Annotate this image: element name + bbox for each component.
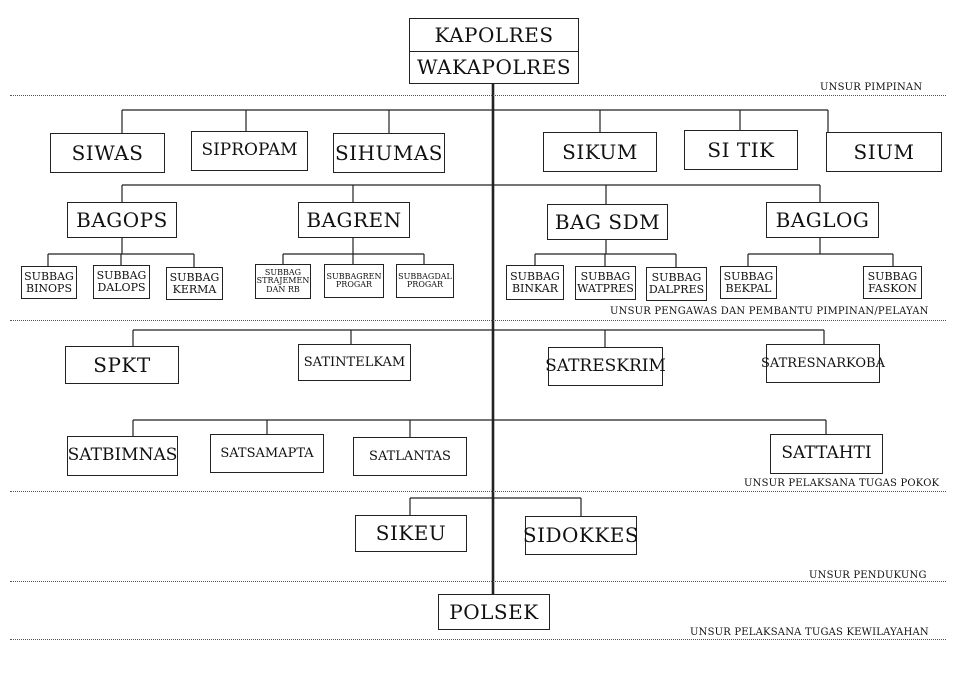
siwas-label: SIWAS bbox=[71, 140, 144, 165]
satresnarkoba-label: SATRESNARKOBA bbox=[761, 355, 885, 371]
sikeu-box: SIKEU bbox=[355, 515, 467, 552]
subbag-dalpres-label: SUBBAG DALPRES bbox=[648, 271, 705, 296]
subbag-kerma-box: SUBBAG KERMA bbox=[166, 267, 223, 300]
sium-box: SIUM bbox=[826, 132, 942, 172]
subbag-dalops-box: SUBBAG DALOPS bbox=[93, 265, 150, 299]
label-unsur-pimpinan: UNSUR PIMPINAN bbox=[820, 82, 923, 93]
sikum-box: SIKUM bbox=[543, 132, 657, 172]
subbag-watpres-box: SUBBAG WATPRES bbox=[575, 266, 636, 300]
subbag-dalops-label: SUBBAG DALOPS bbox=[96, 269, 147, 294]
subbag-strajemen-box: SUBBAG STRAJEMEN DAN RB bbox=[255, 264, 311, 299]
subbag-kerma-label: SUBBAG KERMA bbox=[169, 270, 220, 296]
sium-label: SIUM bbox=[853, 139, 915, 164]
subbag-faskon-label: SUBBAG FASKON bbox=[867, 269, 918, 295]
kapolres-box: KAPOLRES bbox=[409, 18, 579, 51]
satbimnas-label: SATBIMNAS bbox=[67, 445, 178, 466]
subbag-watpres-label: SUBBAG WATPRES bbox=[577, 270, 634, 295]
subbag-binops-box: SUBBAG BINOPS bbox=[21, 266, 77, 299]
separator-pimpinan bbox=[10, 95, 946, 96]
subbag-faskon-box: SUBBAG FASKON bbox=[863, 266, 922, 299]
subbagdal-progar-box: SUBBAGDAL PROGAR bbox=[396, 264, 454, 298]
baglog-label: BAGLOG bbox=[775, 207, 870, 232]
wakapolres-label: WAKAPOLRES bbox=[416, 55, 572, 79]
satresnarkoba-box: SATRESNARKOBA bbox=[761, 344, 885, 383]
satlantas-label: SATLANTAS bbox=[369, 448, 451, 464]
spkt-label: SPKT bbox=[93, 352, 151, 377]
bagsdm-box: BAG SDM bbox=[547, 204, 668, 240]
sikum-label: SIKUM bbox=[562, 139, 638, 164]
polsek-label: POLSEK bbox=[449, 599, 539, 624]
subbag-binkar-label: SUBBAG BINKAR bbox=[510, 269, 560, 295]
satintelkam-label: SATINTELKAM bbox=[303, 354, 406, 370]
bagren-label: BAGREN bbox=[306, 207, 402, 232]
siwas-box: SIWAS bbox=[50, 133, 165, 173]
spkt-box: SPKT bbox=[65, 346, 179, 384]
label-unsur-pendukung: UNSUR PENDUKUNG bbox=[809, 570, 927, 581]
satintelkam-box: SATINTELKAM bbox=[298, 344, 411, 381]
subbag-dalpres-box: SUBBAG DALPRES bbox=[646, 267, 707, 301]
sidokkes-box: SIDOKKES bbox=[522, 516, 640, 555]
sipropam-box: SIPROPAM bbox=[191, 131, 308, 171]
sitik-box: SI TIK bbox=[684, 130, 798, 170]
separator-kewilayahan bbox=[10, 639, 946, 640]
separator-pengawas bbox=[10, 320, 946, 321]
subbagdal-progar-label: SUBBAGDAL PROGAR bbox=[398, 271, 452, 289]
satsamapta-box: SATSAMAPTA bbox=[210, 434, 324, 473]
subbag-bekpal-label: SUBBAG BEKPAL bbox=[723, 269, 774, 295]
subbagren-progar-box: SUBBAGREN PROGAR bbox=[324, 264, 384, 298]
sipropam-label: SIPROPAM bbox=[201, 140, 298, 161]
baglog-box: BAGLOG bbox=[766, 202, 879, 238]
satreskrim-label: SATRESKRIM bbox=[545, 355, 666, 376]
satsamapta-label: SATSAMAPTA bbox=[220, 445, 314, 461]
label-unsur-pengawas: UNSUR PENGAWAS DAN PEMBANTU PIMPINAN/PEL… bbox=[610, 306, 929, 317]
kapolres-label: KAPOLRES bbox=[434, 22, 554, 47]
sattahti-box: SATTAHTI bbox=[770, 434, 883, 474]
sikeu-label: SIKEU bbox=[375, 521, 447, 545]
satbimnas-box: SATBIMNAS bbox=[67, 436, 178, 476]
separator-pelaksana bbox=[10, 491, 946, 492]
sihumas-box: SIHUMAS bbox=[333, 133, 445, 173]
sattahti-label: SATTAHTI bbox=[781, 443, 872, 464]
bagops-label: BAGOPS bbox=[76, 207, 168, 232]
polsek-box: POLSEK bbox=[438, 594, 550, 630]
label-unsur-kewilayahan: UNSUR PELAKSANA TUGAS KEWILAYAHAN bbox=[690, 627, 929, 638]
wakapolres-box: WAKAPOLRES bbox=[409, 51, 579, 84]
subbagren-progar-label: SUBBAGREN PROGAR bbox=[326, 271, 382, 289]
subbag-binkar-box: SUBBAG BINKAR bbox=[506, 265, 564, 300]
satlantas-box: SATLANTAS bbox=[353, 437, 467, 476]
subbag-binops-label: SUBBAG BINOPS bbox=[24, 269, 74, 295]
sitik-label: SI TIK bbox=[707, 137, 775, 162]
bagren-box: BAGREN bbox=[298, 202, 410, 238]
bagops-box: BAGOPS bbox=[67, 202, 177, 238]
sihumas-label: SIHUMAS bbox=[334, 140, 444, 165]
satreskrim-box: SATRESKRIM bbox=[545, 347, 666, 386]
subbag-strajemen-label: SUBBAG STRAJEMEN DAN RB bbox=[256, 267, 310, 294]
separator-pendukung bbox=[10, 581, 946, 582]
label-unsur-pelaksana: UNSUR PELAKSANA TUGAS POKOK bbox=[744, 478, 940, 489]
sidokkes-label: SIDOKKES bbox=[522, 523, 640, 547]
bagsdm-label: BAG SDM bbox=[554, 209, 661, 234]
subbag-bekpal-box: SUBBAG BEKPAL bbox=[720, 266, 777, 299]
